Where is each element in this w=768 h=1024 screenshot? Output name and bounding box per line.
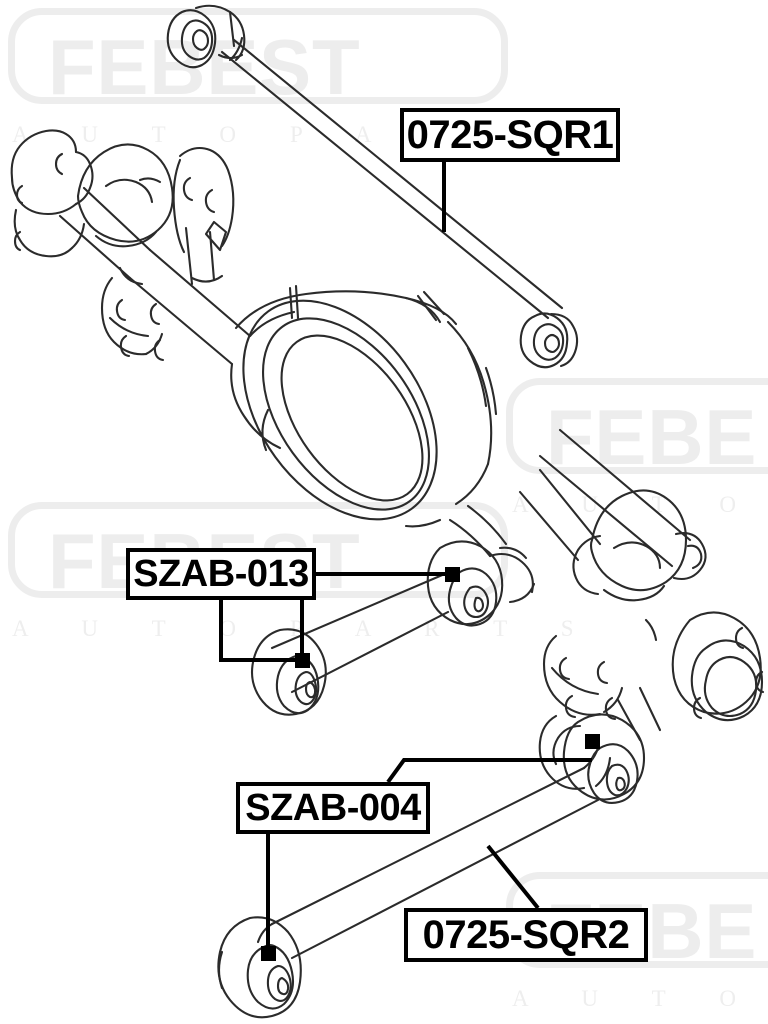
part-label-0725-SQR1[interactable]: 0725-SQR1 <box>400 108 620 162</box>
part-label-0725-SQR2[interactable]: 0725-SQR2 <box>404 908 648 962</box>
differential-carrier-housing <box>230 284 536 604</box>
lateral-rod-0725-SQR1 <box>166 4 579 369</box>
part-number-text: SZAB-013 <box>133 553 309 595</box>
part-number-text: 0725-SQR1 <box>406 113 614 157</box>
part-label-SZAB-004[interactable]: SZAB-004 <box>236 782 430 834</box>
marker-szab013-lower <box>295 653 310 668</box>
leader-szab013-lower <box>219 600 302 662</box>
callout-markers <box>261 567 600 961</box>
marker-szab004-upper <box>585 734 600 749</box>
lower-trailing-arm-0725-SQR2 <box>217 713 646 1019</box>
part-number-text: 0725-SQR2 <box>422 913 630 957</box>
axle-beam-right-end <box>518 468 765 790</box>
part-label-SZAB-013[interactable]: SZAB-013 <box>126 548 316 600</box>
part-number-text: SZAB-004 <box>245 787 421 829</box>
leader-szab004-upper <box>386 758 592 784</box>
marker-szab004-lower <box>261 946 276 961</box>
marker-szab013-upper <box>445 567 460 582</box>
axle-beam-left-end <box>10 129 235 362</box>
